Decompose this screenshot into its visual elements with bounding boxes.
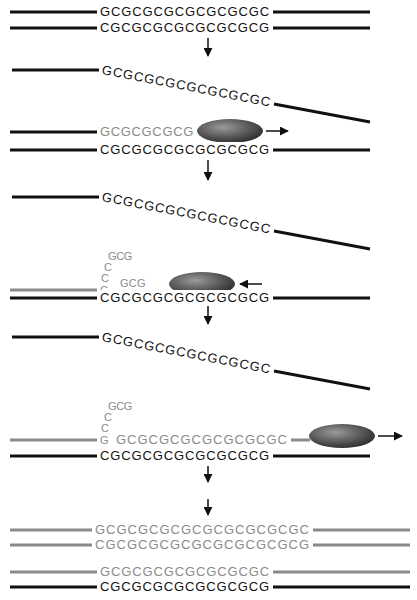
sequence-label: C [101, 420, 109, 436]
strand-line [10, 586, 97, 589]
sequence-label: GCGCGCGCGCGCGCGC [100, 4, 270, 20]
strand-line [10, 131, 97, 134]
step-arrow [207, 306, 209, 324]
dna-strands [10, 12, 410, 587]
strand-line [273, 455, 370, 458]
sequence-label: CGCGCGCGCGCGCGCG [100, 579, 270, 595]
strand-line [10, 11, 97, 14]
sequence-label: GCGCGCGCGCGCGCGC [116, 432, 288, 448]
new-strand-line [313, 529, 410, 532]
sequence-label: G [100, 432, 109, 448]
sequence-label: GCGCGCGCGCGCGCGC [100, 329, 272, 378]
strand-line [274, 371, 370, 389]
new-strand-line [10, 571, 97, 574]
step-arrow [207, 38, 209, 56]
sequence-label: CGCGCGCGCGCGCGCG [100, 448, 270, 464]
sequence-label: CGCGCGCGCGCGCGCGCGCG [95, 537, 310, 553]
new-strand-line [273, 571, 410, 574]
strand-line [10, 27, 97, 30]
polymerase [197, 119, 263, 143]
direction-arrow [240, 283, 262, 285]
step-arrow [207, 499, 209, 515]
strand-line [273, 27, 370, 30]
strand-line [12, 196, 99, 199]
strand-line [273, 297, 370, 300]
new-strands [10, 290, 410, 572]
sequence-label: GCGCGCGCG [100, 124, 194, 140]
new-strand-line [10, 544, 92, 547]
sequence-label: GCGCGCGCGCGCGCGCGCGC [95, 522, 310, 538]
direction-arrow [266, 130, 288, 132]
new-strand-line [10, 289, 97, 292]
polymerases [169, 119, 375, 448]
sequence-label: CGCGCGCGCGCGCGCG [100, 142, 270, 158]
strand-line [274, 231, 370, 249]
sequence-label: GCG [120, 275, 146, 291]
sequence-label: GCGCGCGCGCGCGCGC [100, 62, 272, 111]
sequence-label: C [101, 270, 109, 286]
polymerase [309, 424, 375, 448]
strand-line [273, 586, 410, 589]
strand-line [274, 104, 370, 122]
strand-line [10, 455, 97, 458]
new-strand-line [313, 544, 410, 547]
new-strand-line [291, 439, 310, 442]
step-arrow [207, 466, 209, 482]
sequence-label: GCGCGCGCGCGCGCGC [100, 564, 270, 580]
sequence-label: CGCGCGCGCGCGCGCG [100, 290, 270, 306]
strand-line [273, 149, 370, 152]
strand-line [10, 297, 97, 300]
strand-line [273, 11, 370, 14]
step-arrow [207, 160, 209, 180]
strand-line [12, 336, 99, 339]
sequence-label: CGCGCGCGCGCGCGCG [100, 20, 270, 36]
sequence-label: GCGCGCGCGCGCGCGC [100, 189, 272, 238]
strand-line [10, 149, 97, 152]
direction-arrow [378, 435, 402, 437]
new-strand-line [10, 439, 97, 442]
strand-line [12, 69, 99, 72]
new-strand-line [10, 529, 92, 532]
